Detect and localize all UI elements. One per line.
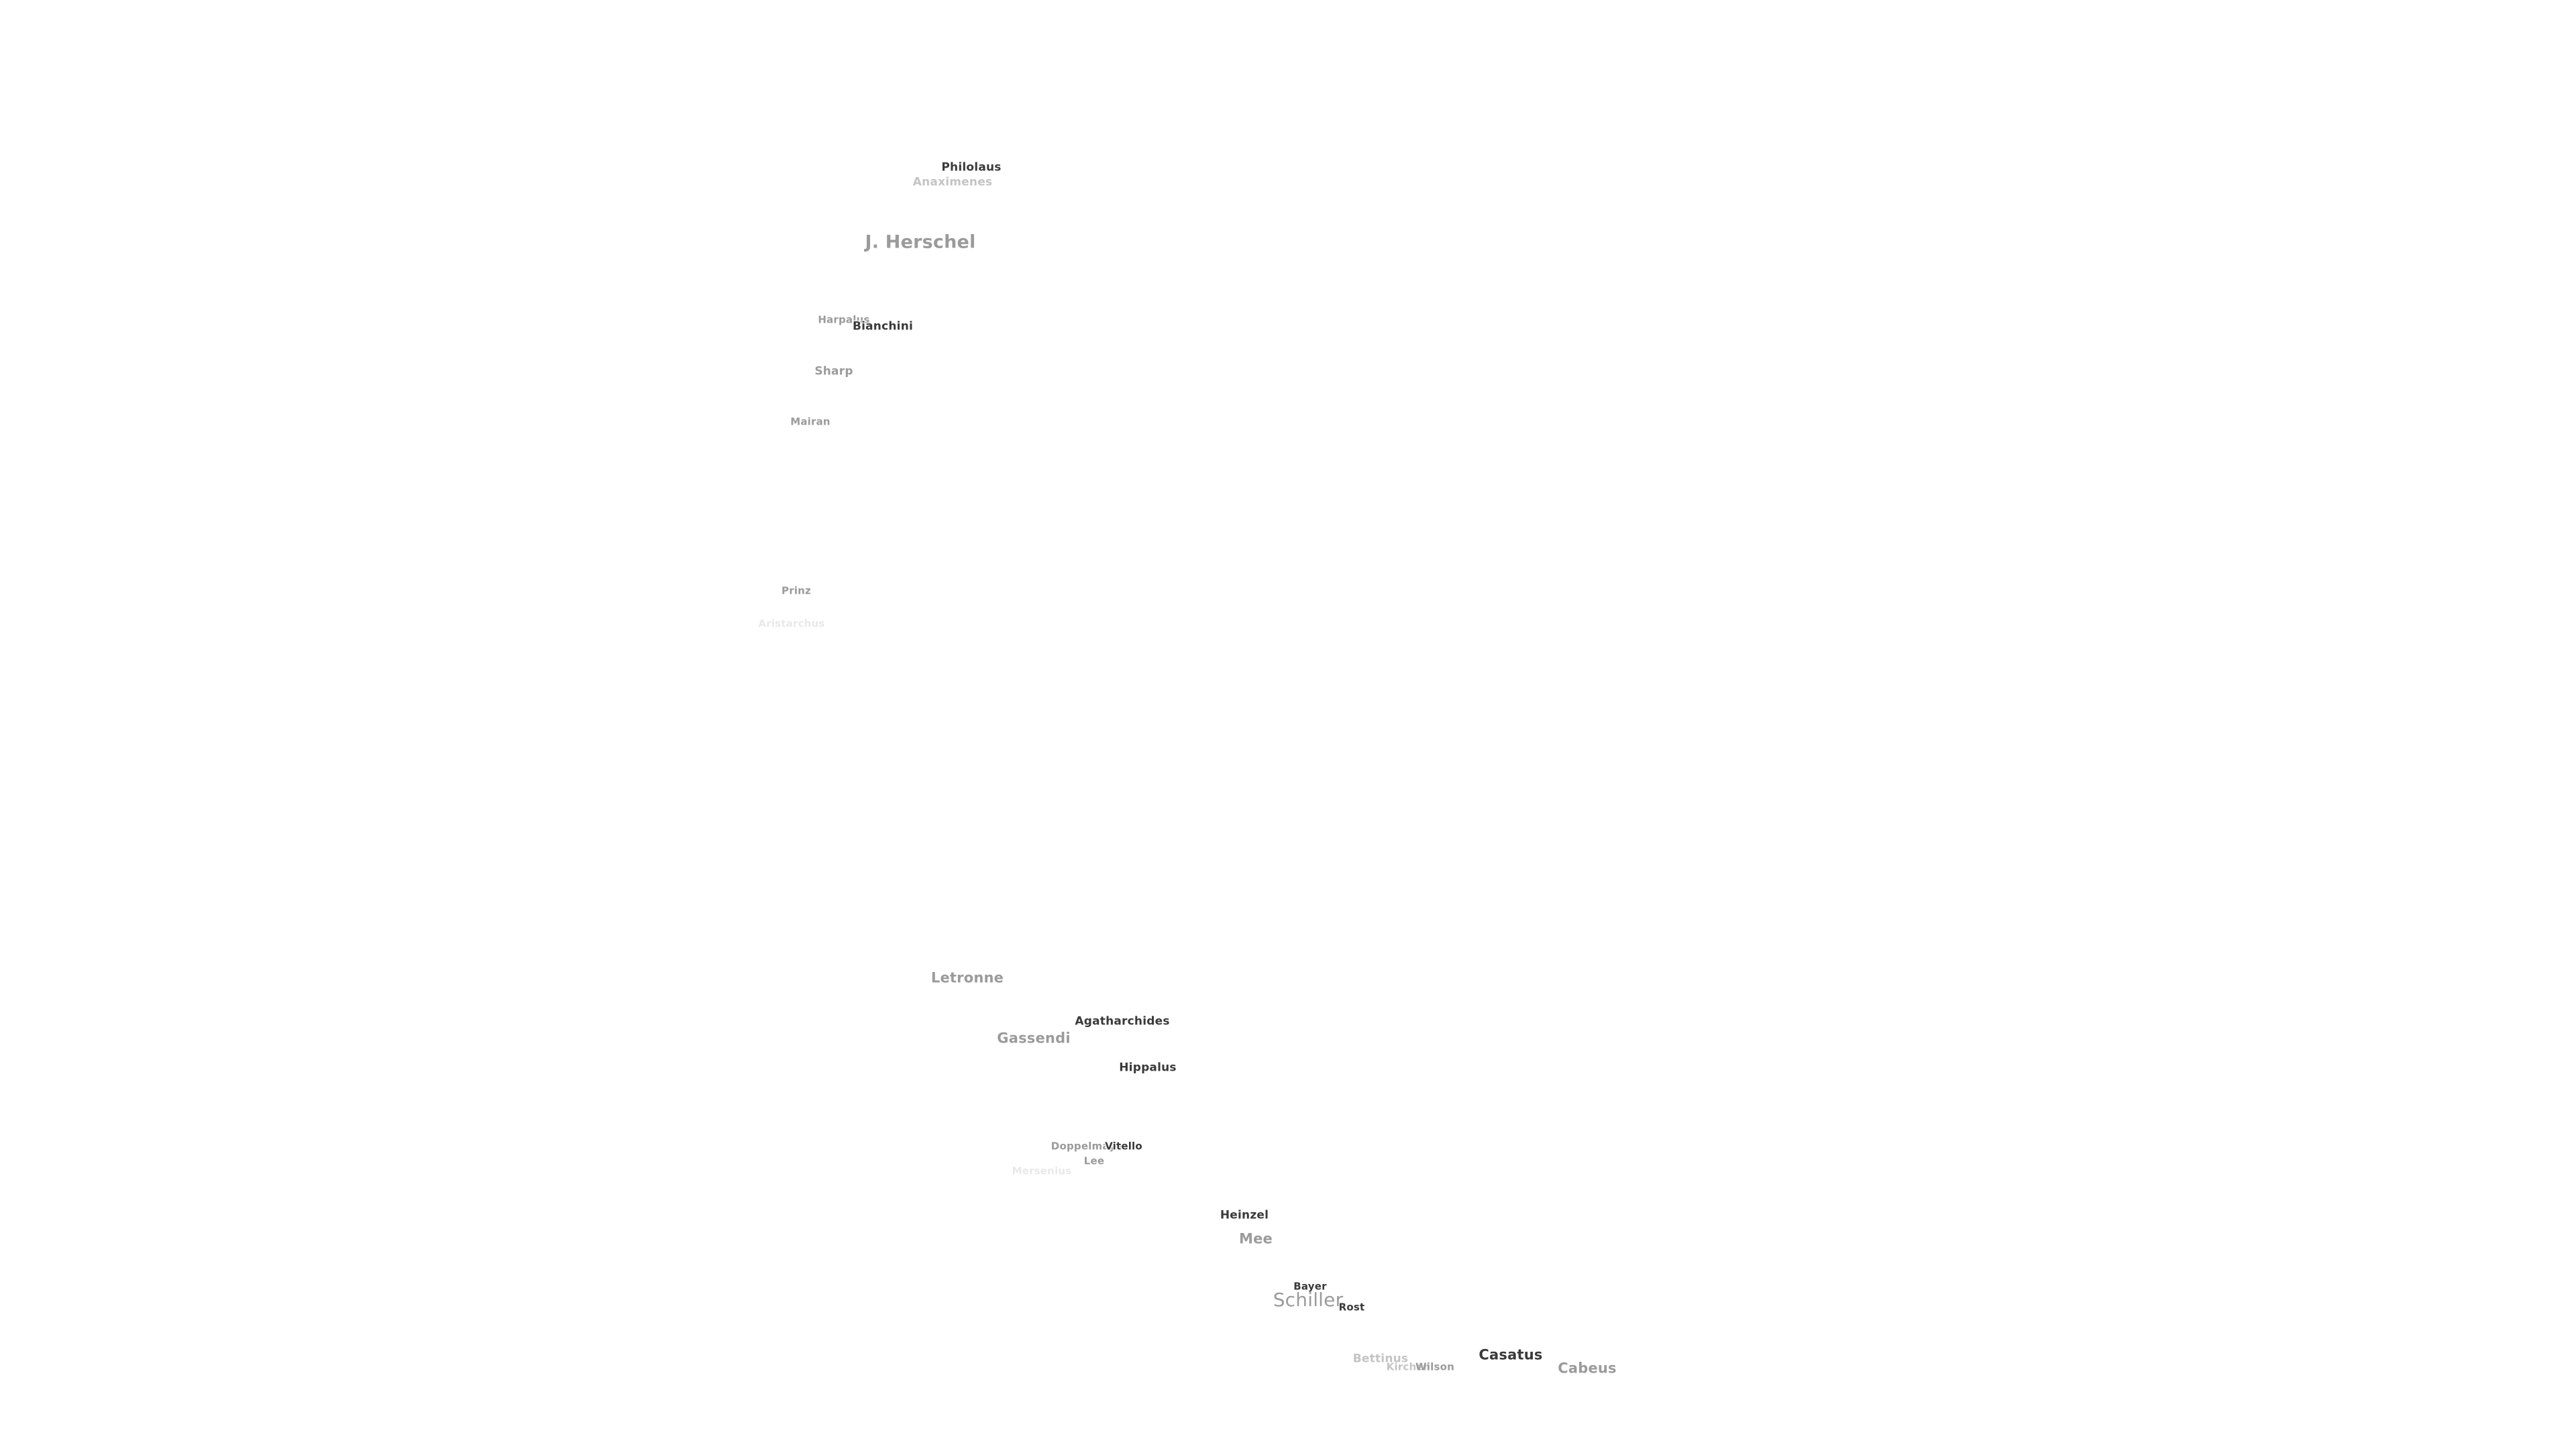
crater-label-bettinus[interactable]: Bettinus (1352, 1352, 1409, 1366)
crater-label-sharp[interactable]: Sharp (814, 364, 853, 378)
crater-label-mairan[interactable]: Mairan (790, 415, 830, 428)
crater-label-hippalus[interactable]: Hippalus (1119, 1061, 1177, 1075)
crater-label-schiller[interactable]: Schiller (1273, 1289, 1344, 1311)
crater-label-vitello[interactable]: Vitello (1105, 1140, 1142, 1152)
crater-label-lee[interactable]: Lee (1083, 1155, 1105, 1167)
crater-label-rost[interactable]: Rost (1338, 1301, 1365, 1313)
crater-label-anaximenes[interactable]: Anaximenes (912, 175, 993, 189)
crater-label-philolaus[interactable]: Philolaus (941, 160, 1002, 174)
crater-label-aristarchus[interactable]: Aristarchus (758, 617, 825, 630)
crater-label-bayer[interactable]: Bayer (1293, 1280, 1327, 1293)
crater-label-doppelmayer[interactable]: Doppelmayer (1051, 1140, 1128, 1152)
crater-label-heinzel[interactable]: Heinzel (1220, 1208, 1269, 1222)
crater-label-letronne[interactable]: Letronne (930, 969, 1004, 986)
crater-label-gassendi[interactable]: Gassendi (997, 1030, 1071, 1046)
crater-label-j-herschel[interactable]: J. Herschel (865, 231, 976, 253)
crater-label-agatharchides[interactable]: Agatharchides (1075, 1014, 1170, 1028)
crater-label-kircher[interactable]: Kircher (1386, 1360, 1429, 1373)
crater-label-mee[interactable]: Mee (1239, 1230, 1273, 1247)
crater-label-wilson[interactable]: Wilson (1415, 1360, 1454, 1373)
crater-label-casatus[interactable]: Casatus (1479, 1346, 1543, 1363)
crater-label-cabeus[interactable]: Cabeus (1558, 1360, 1617, 1377)
crater-label-prinz[interactable]: Prinz (782, 584, 811, 597)
crater-label-mersenius[interactable]: Mersenius (1012, 1165, 1072, 1177)
crater-label-harpalus[interactable]: Harpalus (818, 313, 870, 326)
crater-label-bianchini[interactable]: Bianchini (852, 319, 914, 333)
